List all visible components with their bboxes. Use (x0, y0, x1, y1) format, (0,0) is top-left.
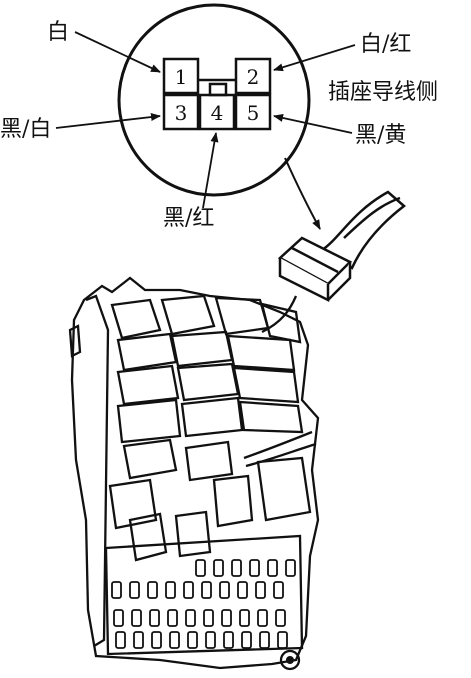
fuse-slot (111, 581, 122, 599)
fuse-slot (239, 609, 250, 627)
pin-4: 4 (211, 101, 224, 125)
fuse-slot (273, 581, 284, 599)
wire-label-pin4: 黑/红 (163, 206, 215, 231)
pin-2: 2 (247, 65, 260, 89)
fuse-slot (133, 631, 144, 649)
wire-label-pin2: 白/红 (360, 32, 412, 57)
fuse-slot (113, 609, 124, 627)
fuse-slot (187, 631, 198, 649)
connector-face (162, 57, 272, 131)
fuse-slot (213, 559, 224, 577)
fuse-slot (285, 559, 296, 577)
connector-plug (277, 190, 406, 303)
wire-label-pin5: 黑/黄 (355, 123, 407, 148)
fuse-slot (151, 631, 162, 649)
fuse-slot (149, 609, 160, 627)
fuse-slot (185, 609, 196, 627)
wire-label-pin3: 黑/白 (0, 117, 52, 142)
pin-numbers: 1 2 3 4 5 (175, 65, 260, 125)
fuse-slots (111, 559, 296, 649)
fuse-slot (221, 609, 232, 627)
fuse-slot (257, 609, 268, 627)
fuse-slot (249, 559, 260, 577)
fuse-slot (115, 631, 126, 649)
fuse-slot (241, 631, 252, 649)
fuse-slot (195, 559, 206, 577)
fuse-slot (131, 609, 142, 627)
fuse-slot (165, 581, 176, 599)
fuse-slot (237, 581, 248, 599)
fuse-slot (203, 609, 214, 627)
pin-3: 3 (175, 101, 188, 125)
fuse-relay-box (68, 276, 320, 670)
connector-side-label: 插座导线侧 (328, 80, 439, 105)
fuse-slot (167, 609, 178, 627)
fuse-slot (275, 609, 286, 627)
pointer-arrow (284, 157, 321, 230)
fuse-slot (205, 631, 216, 649)
pin-1: 1 (175, 65, 188, 89)
fuse-slot (201, 581, 212, 599)
fuse-slot (255, 581, 266, 599)
mounting-bolt (279, 649, 301, 671)
pin-5: 5 (247, 101, 260, 125)
fuse-slot (169, 631, 180, 649)
fuse-slot (277, 631, 288, 649)
connector-magnifier-circle (117, 3, 311, 197)
fuse-slot (219, 581, 230, 599)
pin-arrows (55, 31, 356, 209)
fuse-slot (231, 559, 242, 577)
fuse-slot (259, 631, 270, 649)
fuse-slot (129, 581, 140, 599)
wire-label-pin1: 白 (47, 20, 70, 45)
fuse-slot (183, 581, 194, 599)
fuse-slot (223, 631, 234, 649)
fuse-slot (147, 581, 158, 599)
fuse-slot (267, 559, 278, 577)
